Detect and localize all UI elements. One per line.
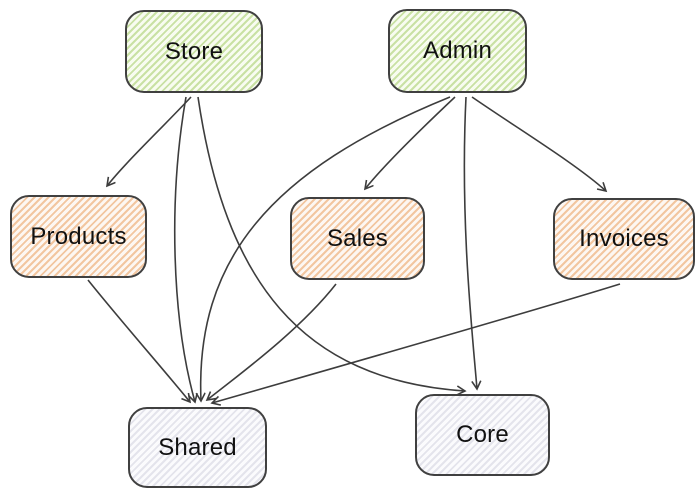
node-products[interactable]: Products xyxy=(10,195,147,278)
node-store[interactable]: Store xyxy=(125,10,263,93)
edge-admin-core xyxy=(463,96,477,389)
edge-admin-shared xyxy=(201,96,451,401)
edge-admin-invoices xyxy=(471,96,606,191)
edge-invoices-shared xyxy=(212,283,621,403)
edge-admin-sales xyxy=(365,96,456,189)
node-admin[interactable]: Admin xyxy=(388,9,527,93)
node-core[interactable]: Core xyxy=(415,394,550,476)
edge-store-products xyxy=(107,96,192,186)
node-core-label: Core xyxy=(456,421,509,448)
node-sales[interactable]: Sales xyxy=(290,197,425,280)
edge-store-shared xyxy=(173,96,195,402)
node-shared[interactable]: Shared xyxy=(128,407,267,488)
edge-products-shared xyxy=(87,279,190,402)
node-invoices[interactable]: Invoices xyxy=(553,198,695,280)
node-store-label: Store xyxy=(164,37,224,65)
node-invoices-label: Invoices xyxy=(579,225,669,252)
node-admin-label: Admin xyxy=(422,37,493,64)
edge-sales-shared xyxy=(207,283,337,400)
node-shared-label: Shared xyxy=(158,433,237,461)
node-products-label: Products xyxy=(30,222,127,250)
edge-store-core xyxy=(197,96,465,391)
node-sales-label: Sales xyxy=(326,224,389,252)
